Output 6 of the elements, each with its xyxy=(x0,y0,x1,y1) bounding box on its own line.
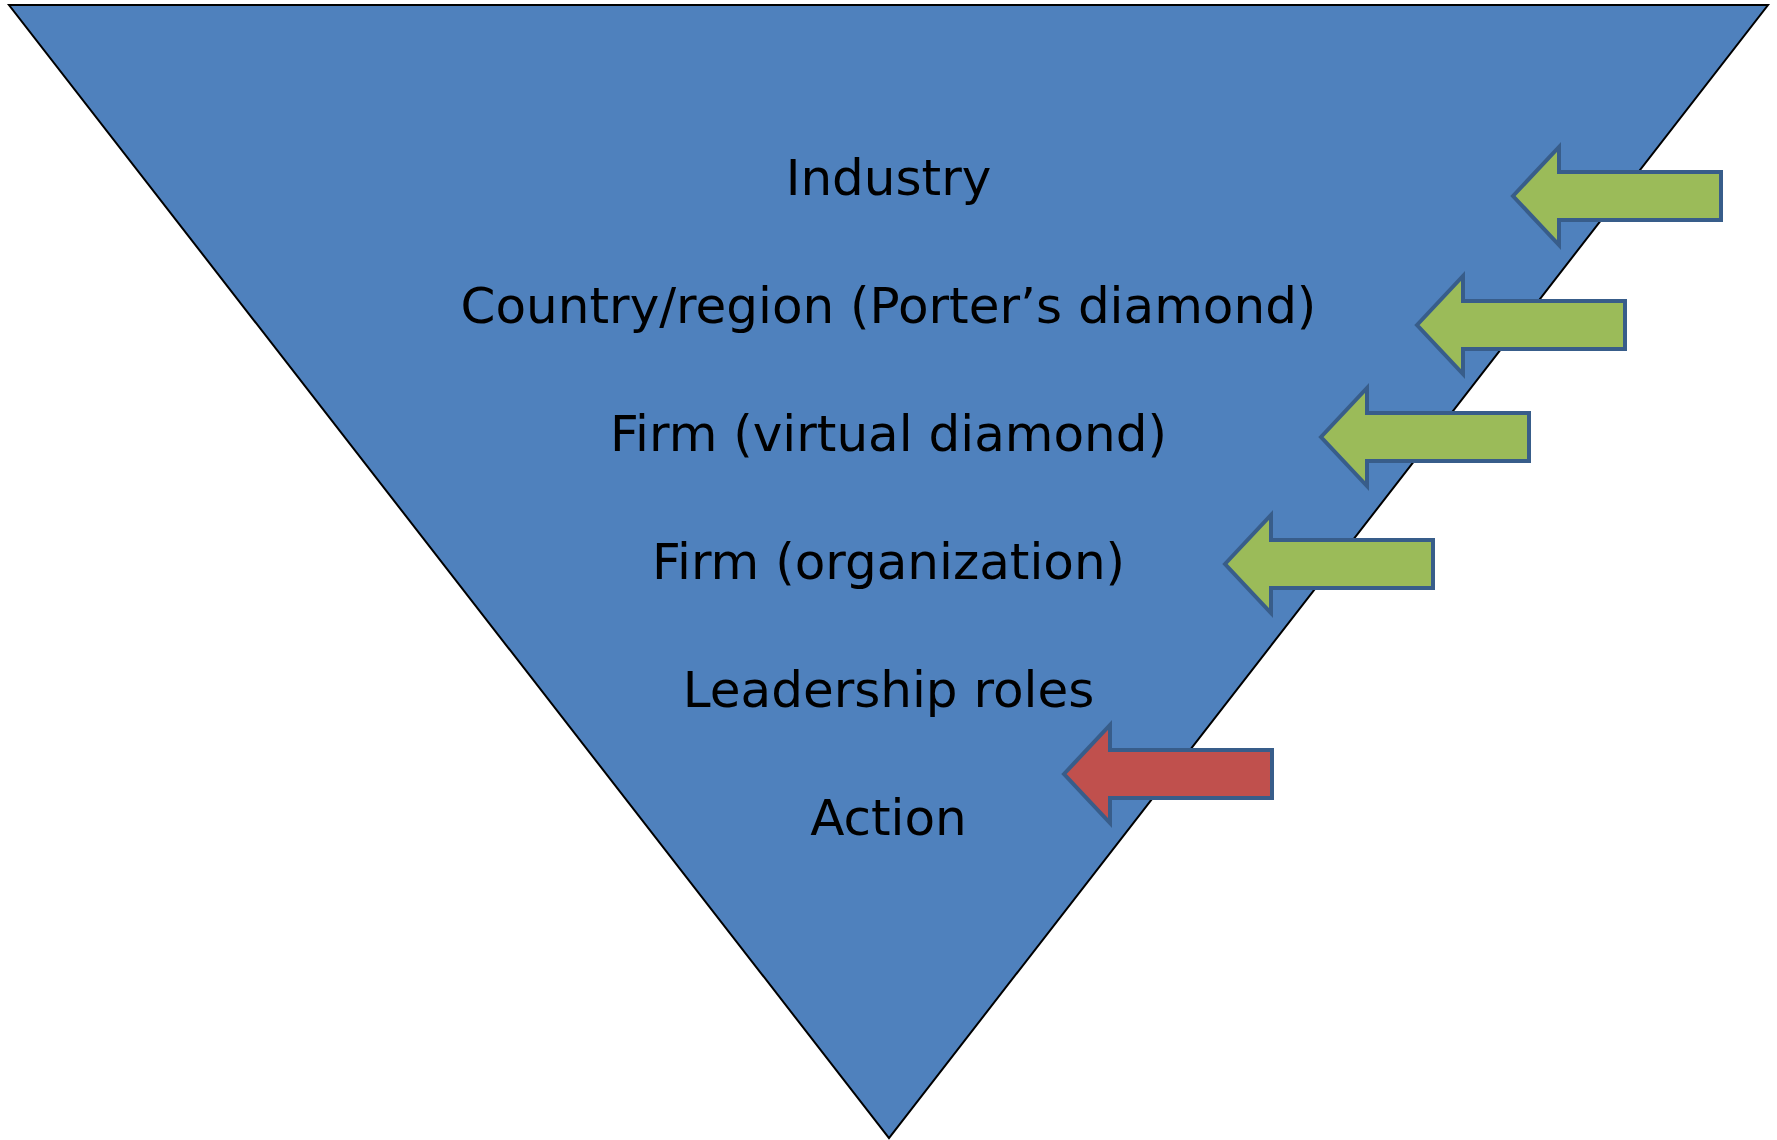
level-label: Firm (virtual diamond) xyxy=(609,405,1168,463)
level-label: Firm (organization) xyxy=(651,533,1126,591)
level-label: Industry xyxy=(785,149,992,207)
level-label: Country/region (Porter’s diamond) xyxy=(460,277,1317,335)
level-label: Action xyxy=(810,789,967,847)
level-label: Leadership roles xyxy=(682,661,1095,719)
